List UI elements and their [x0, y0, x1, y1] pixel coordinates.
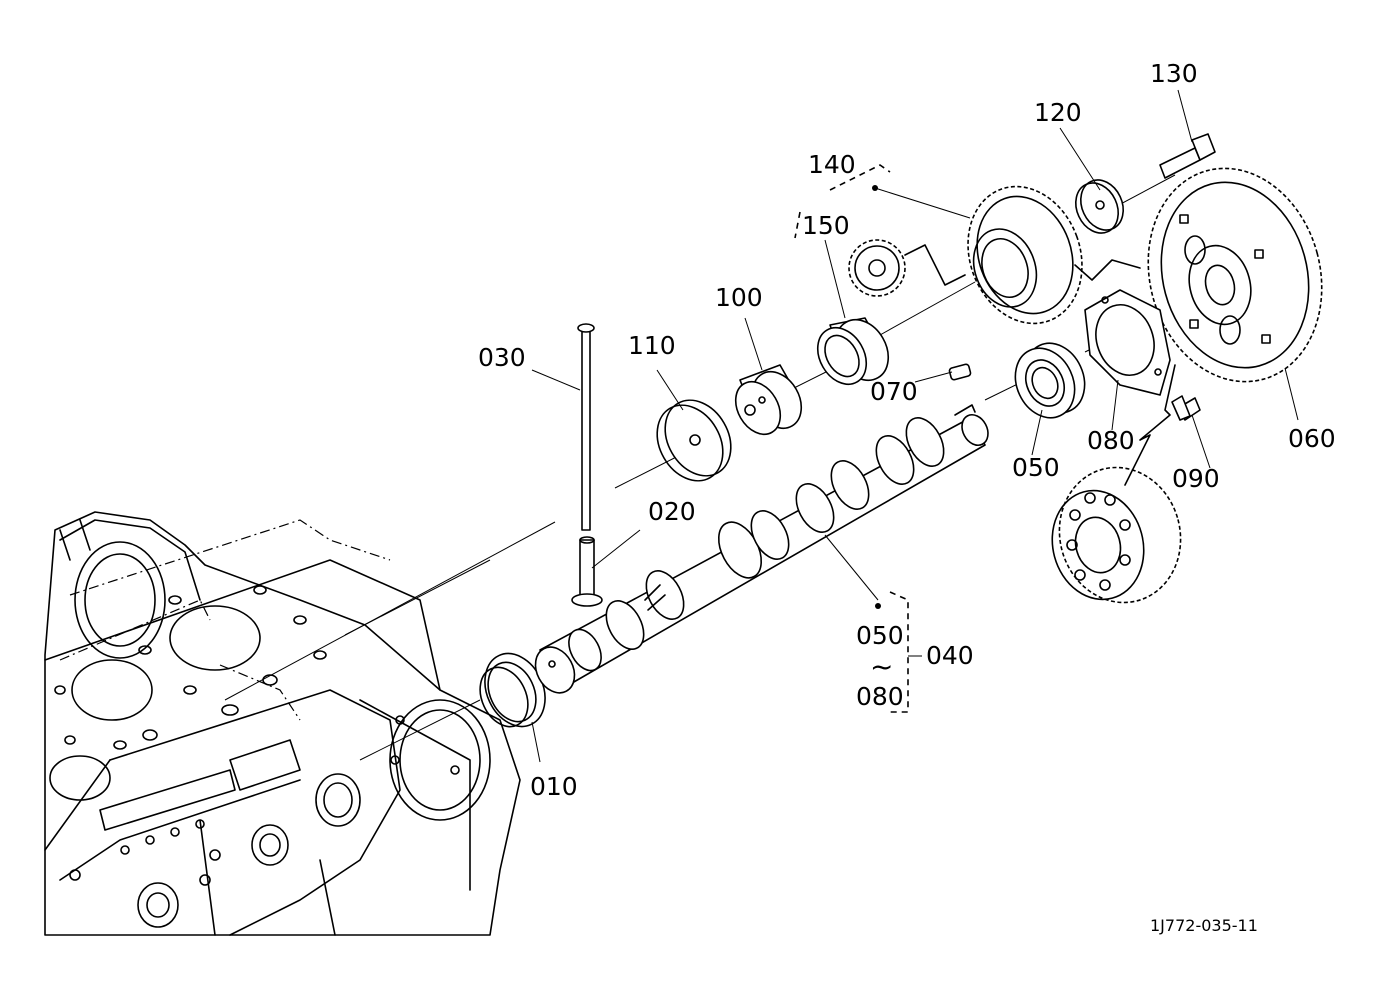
part-150-bushing — [816, 317, 890, 386]
label-090: 090 — [1172, 464, 1220, 493]
assembly-040-bracket — [875, 591, 922, 713]
part-130-bolt — [1159, 133, 1216, 179]
label-060: 060 — [1288, 424, 1336, 453]
small-gear — [848, 239, 966, 297]
part-080-gear-case — [1084, 289, 1171, 396]
label-030: 030 — [478, 343, 526, 372]
reference-code: 1J772-035-11 — [1150, 916, 1258, 935]
label-120: 120 — [1034, 98, 1082, 127]
part-060-cam-gear — [1074, 167, 1323, 383]
assembly-140-bracket — [794, 164, 891, 239]
part-120-collar — [1075, 179, 1124, 234]
label-range-end: 080 — [856, 682, 904, 711]
part-030-push-rod — [577, 323, 595, 531]
part-100-idle-shaft — [734, 364, 803, 436]
label-080: 080 — [1087, 426, 1135, 455]
label-110: 110 — [628, 331, 676, 360]
label-100: 100 — [715, 283, 763, 312]
part-140-idle-gear — [967, 185, 1083, 325]
label-140: 140 — [808, 150, 856, 179]
label-050: 050 — [1012, 453, 1060, 482]
label-020: 020 — [648, 497, 696, 526]
part-070-key — [948, 363, 972, 381]
part-050-bearing — [1014, 342, 1086, 419]
label-150: 150 — [802, 211, 850, 240]
label-010: 010 — [530, 772, 578, 801]
label-range-separator: ~ — [870, 650, 893, 683]
label-range-start: 050 — [856, 621, 904, 650]
label-130: 130 — [1150, 59, 1198, 88]
label-040: 040 — [926, 641, 974, 670]
part-110-plate — [656, 399, 732, 482]
engine-block — [44, 511, 521, 936]
crank-gear — [1051, 364, 1182, 604]
leader-lines — [531, 89, 1299, 763]
label-070: 070 — [870, 377, 918, 406]
part-040-camshaft — [534, 404, 989, 694]
part-020-tappet — [571, 536, 603, 607]
part-090-bolt — [1171, 395, 1201, 421]
